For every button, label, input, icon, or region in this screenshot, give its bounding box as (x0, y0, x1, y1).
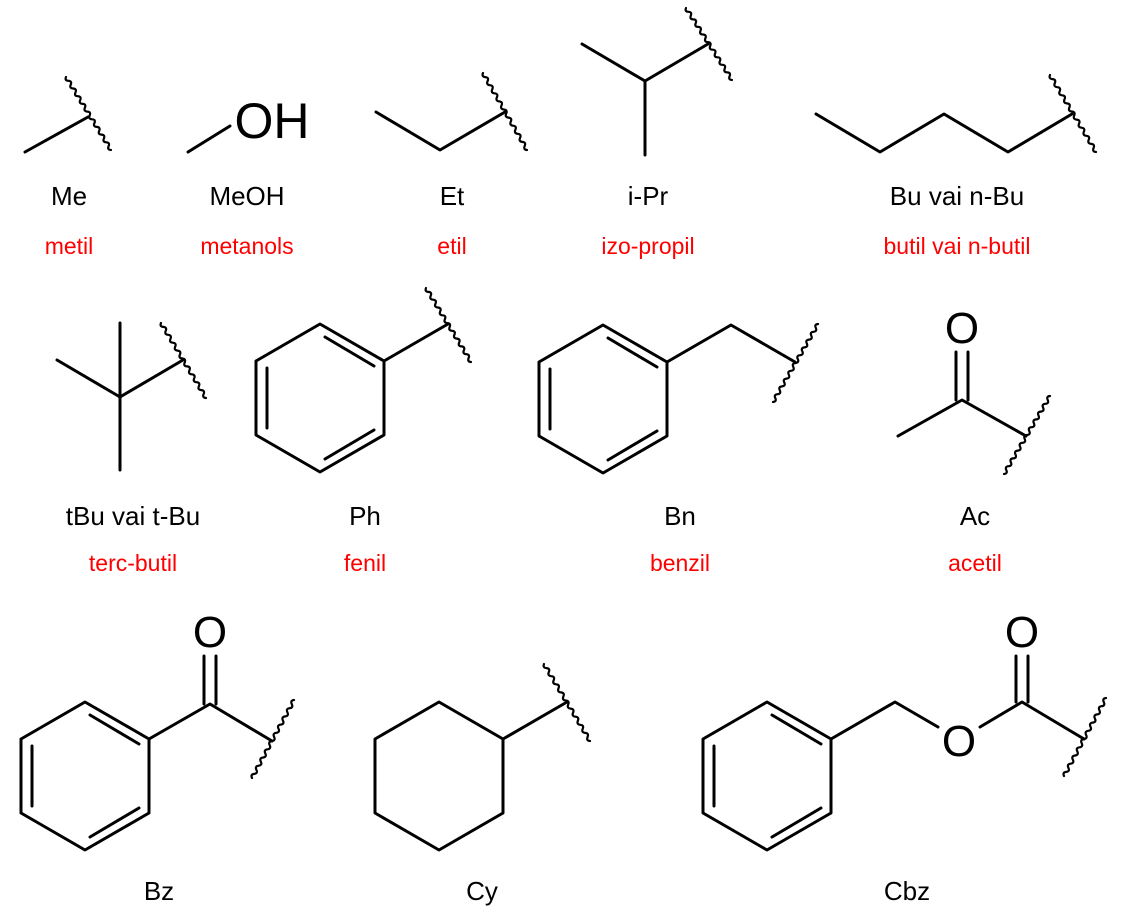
oxygen-label: O (942, 717, 976, 766)
abbr-ac: Ac (960, 501, 990, 531)
attachment-point-wavy-bond (542, 662, 592, 743)
attachment-point-wavy-bond (771, 322, 820, 404)
structure-bn: Bn benzil (537, 322, 820, 576)
ring-bond (701, 700, 833, 852)
abbr-ph: Ph (349, 501, 381, 531)
abbr-cbz: Cbz (884, 876, 930, 906)
attachment-point-wavy-bond (1048, 73, 1098, 154)
name-et: etil (437, 233, 466, 259)
bond (186, 124, 232, 154)
abbr-me: Me (51, 181, 87, 211)
ring-bond (373, 700, 505, 852)
ring-double-bond (323, 428, 376, 461)
attachment-point-wavy-bond (481, 71, 529, 152)
hydroxyl-label: OH (235, 93, 310, 149)
ring-bond (537, 323, 669, 475)
abbr-cy: Cy (466, 876, 498, 906)
name-ph: fenil (344, 550, 386, 576)
bond (23, 115, 90, 154)
bond (382, 322, 450, 363)
bond (374, 110, 507, 152)
bond (580, 42, 710, 83)
ring-bond (19, 700, 151, 852)
structure-me: Me metil (23, 75, 113, 259)
name-meoh: metanols (200, 233, 293, 259)
oxygen-label: O (1005, 608, 1039, 657)
abbr-bn: Bn (664, 501, 696, 531)
structure-cy: Cy (373, 662, 592, 906)
structure-ipr: i-Pr izo-propil (580, 6, 734, 259)
structure-meoh: OH MeOH metanols (186, 93, 310, 259)
abbr-meoh: MeOH (209, 181, 284, 211)
name-bu: butil vai n-butil (883, 233, 1030, 259)
bond (814, 112, 1074, 154)
ring-double-bond (323, 335, 376, 368)
structure-ph: Ph fenil (254, 286, 473, 576)
ring-bond (254, 322, 386, 474)
attachment-point-wavy-bond (1002, 394, 1052, 476)
oxygen-label: O (945, 304, 979, 353)
structure-bu: Bu vai n-Bu butil vai n-butil (814, 73, 1098, 259)
ring-double-bond (606, 429, 659, 462)
bond (665, 323, 797, 364)
attachment-point-wavy-bond (1062, 696, 1108, 778)
attachment-point-wavy-bond (250, 698, 296, 780)
bond (147, 702, 274, 743)
attachment-point-wavy-bond (684, 6, 734, 82)
attachment-point-wavy-bond (424, 286, 473, 364)
abbr-et: Et (440, 181, 465, 211)
bond (978, 700, 1086, 741)
bond (896, 398, 1028, 438)
structure-ac: O Ac acetil (896, 304, 1052, 576)
structure-tbu: tBu vai t-Bu terc-butil (55, 321, 208, 576)
abbr-ipr: i-Pr (628, 181, 669, 211)
name-ac: acetil (948, 550, 1002, 576)
ring-double-bond (606, 336, 659, 369)
name-ipr: izo-propil (601, 233, 694, 259)
ring-double-bond (770, 713, 823, 746)
attachment-point-wavy-bond (159, 321, 208, 400)
attachment-point-wavy-bond (64, 75, 113, 152)
structure-cbz: O O Cbz (701, 608, 1108, 906)
structure-et: Et etil (374, 71, 529, 259)
ring-double-bond (88, 806, 141, 839)
oxygen-label: O (193, 608, 227, 657)
bond (829, 700, 940, 741)
bond (501, 700, 569, 741)
name-me: metil (45, 233, 94, 259)
ring-double-bond (770, 806, 823, 839)
abbr-bu: Bu vai n-Bu (890, 181, 1024, 211)
name-bn: benzil (650, 550, 710, 576)
name-tbu: terc-butil (89, 550, 177, 576)
ring-double-bond (88, 713, 141, 746)
abbr-bz: Bz (144, 876, 174, 906)
structure-bz: O Bz (19, 608, 296, 906)
abbr-tbu: tBu vai t-Bu (66, 501, 200, 531)
